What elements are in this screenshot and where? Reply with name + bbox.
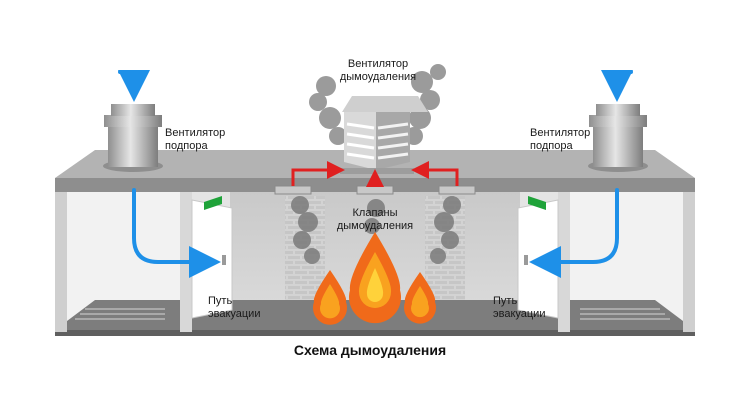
supply-fan-right-label-line2: подпора bbox=[530, 140, 573, 152]
diagram-caption: Схема дымоудаления bbox=[293, 342, 447, 358]
evacuation-path-left-label-line1: Путь bbox=[208, 295, 233, 307]
smoke-flow-arrows bbox=[291, 161, 459, 187]
exhaust-fan-label-line2: дымоудаления bbox=[339, 71, 417, 83]
valve-center bbox=[356, 185, 394, 195]
exit-sign-left-icon bbox=[204, 196, 222, 210]
valve-right bbox=[438, 185, 476, 195]
smoke-plume-outside bbox=[309, 64, 446, 145]
evacuation-path-right-label-line2: эвакуации bbox=[493, 308, 546, 320]
valves-label-line1: Клапаны bbox=[352, 207, 398, 219]
evacuation-path-left-label-line2: эвакуации bbox=[208, 308, 261, 320]
exit-sign-right-icon bbox=[528, 196, 546, 210]
supply-fan-left-label: Вентилятор подпора bbox=[165, 127, 225, 153]
evacuation-path-right-label-line1: Путь bbox=[493, 295, 518, 307]
exhaust-fan-label: Вентилятор дымоудаления bbox=[328, 58, 428, 84]
fire-flames-icon bbox=[313, 232, 436, 325]
evacuation-path-right-label: Путь эвакуации bbox=[493, 295, 545, 321]
supply-fan-right-icon bbox=[588, 104, 648, 172]
supply-fan-right-label: Вентилятор подпора bbox=[530, 127, 590, 153]
valve-left bbox=[274, 185, 312, 195]
airflow-arrows bbox=[117, 69, 634, 278]
supply-fan-right-label-line1: Вентилятор bbox=[530, 127, 591, 139]
supply-fan-left-icon bbox=[103, 104, 163, 172]
smoke-plume-inside bbox=[291, 196, 461, 264]
supply-fan-left-label-line2: подпора bbox=[165, 140, 208, 152]
valves-label: Клапаны дымоудаления bbox=[325, 207, 425, 233]
valves-label-line2: дымоудаления bbox=[336, 220, 414, 232]
exhaust-fan-label-line1: Вентилятор bbox=[347, 58, 409, 70]
evacuation-path-left-label: Путь эвакуации bbox=[208, 295, 260, 321]
supply-fan-left-label-line1: Вентилятор bbox=[165, 127, 226, 139]
